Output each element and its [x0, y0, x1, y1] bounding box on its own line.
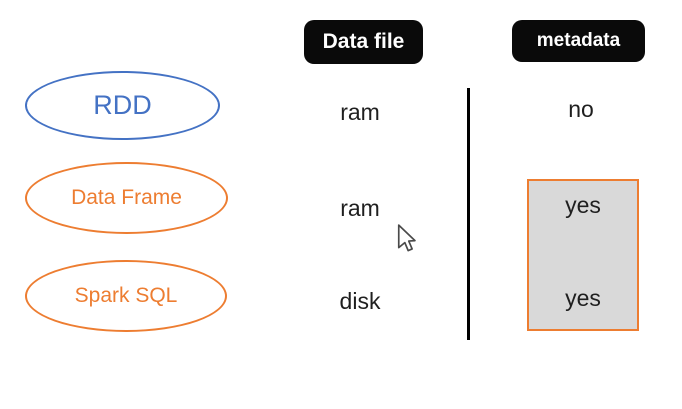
ellipse-data-frame-label: Data Frame: [71, 186, 182, 209]
column-divider-line: [467, 88, 470, 340]
header-data-file-label: Data file: [322, 30, 405, 53]
ellipse-rdd-label: RDD: [93, 90, 152, 120]
ellipse-spark-sql-label: Spark SQL: [74, 284, 178, 307]
cell-metadata-rdd: no: [568, 96, 594, 122]
cell-datafile-data-frame: ram: [340, 195, 380, 221]
ellipse-rdd: RDD: [25, 71, 220, 140]
header-metadata-label: metadata: [536, 30, 621, 51]
cell-datafile-rdd: ram: [340, 99, 380, 125]
header-data-file: Data file: [304, 20, 423, 64]
mouse-cursor-icon: [397, 224, 416, 252]
ellipse-data-frame: Data Frame: [25, 162, 228, 234]
cell-metadata-spark-sql: yes: [565, 285, 601, 311]
metadata-highlight-box: yes yes: [527, 179, 639, 331]
cell-datafile-spark-sql: disk: [339, 288, 381, 314]
ellipse-spark-sql: Spark SQL: [25, 260, 227, 332]
header-metadata: metadata: [512, 20, 645, 62]
cell-metadata-data-frame: yes: [565, 192, 601, 218]
